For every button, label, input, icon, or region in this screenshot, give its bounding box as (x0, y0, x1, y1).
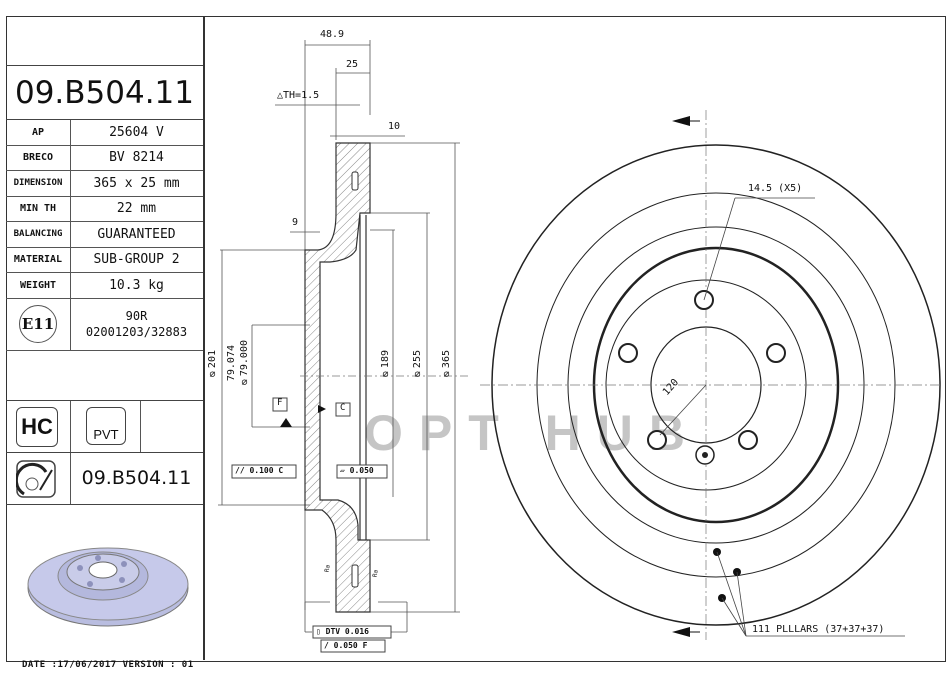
parallelism-frame: // 0.100 C (235, 466, 284, 475)
badge-row: HC PVT (6, 400, 203, 453)
datum-c: C (340, 403, 346, 413)
spec-row-ap: AP 25604 V (6, 120, 203, 146)
spec-value: BV 8214 (109, 150, 164, 166)
date-version: DATE :17/06/2017 VERSION : 01 (22, 660, 194, 670)
flatness-tol: 0.050 (349, 466, 374, 475)
datum-f: F (277, 398, 283, 408)
spec-value: 365 x 25 mm (93, 175, 180, 191)
spec-row-breco: BRECO BV 8214 (6, 145, 203, 171)
approval-mark-cell: E11 (6, 298, 71, 350)
runout-tol: 0.050 (333, 641, 358, 650)
spec-row-balancing: BALANCING GUARANTEED (6, 222, 203, 248)
spec-label: AP (6, 120, 71, 145)
flatness-frame: ▱ 0.050 (340, 466, 374, 475)
spec-label: MIN TH (6, 196, 71, 221)
spec-label: MATERIAL (6, 247, 71, 272)
divider (203, 16, 205, 660)
drawing-frame (6, 16, 946, 662)
parallelism-ref: C (278, 466, 284, 475)
spec-label: DIMENSION (6, 171, 71, 196)
spec-value: 22 mm (116, 201, 157, 217)
watermark: OPT HUB (364, 405, 701, 461)
runout-ref: F (362, 641, 368, 650)
dim-thickness: 25 (346, 59, 359, 70)
spec-value: GUARANTEED (97, 226, 176, 242)
spec-value: 10.3 kg (109, 277, 164, 293)
approval-row: E11 90R 02001203/32883 (6, 298, 203, 351)
spec-label: BRECO (6, 145, 71, 170)
spec-row-min-th: MIN TH 22 mm (6, 196, 203, 222)
spec-value: 25604 V (109, 124, 164, 140)
part-number: 09.B504.11 (6, 66, 203, 120)
hole-note: 14.5 (X5) (748, 183, 803, 194)
runout-frame: / 0.050 F (324, 641, 368, 650)
pvt-badge: PVT (86, 406, 126, 445)
blank-row (6, 351, 203, 401)
delta-th: △TH=1.5 (277, 90, 320, 101)
brake-disc-icon (16, 459, 56, 498)
parallelism-tol: 0.100 (249, 466, 274, 475)
dim-overall-width: 48.9 (320, 29, 345, 40)
dtv-label: DTV 0.016 (325, 627, 369, 636)
title-header (6, 16, 203, 66)
dtv-frame: ▯ DTV 0.016 (316, 627, 369, 636)
spec-label: BALANCING (6, 222, 71, 247)
spec-row-dimension: DIMENSION 365 x 25 mm (6, 171, 203, 197)
dim-10: 10 (388, 121, 401, 132)
spec-value: SUB-GROUP 2 (93, 252, 180, 268)
spec-row-material: MATERIAL SUB-GROUP 2 (6, 247, 203, 273)
approval-code: 90R (125, 309, 148, 323)
spec-label: WEIGHT (6, 273, 71, 298)
bolt-holes (618, 290, 786, 450)
part-ref-row: 09.B504.11 (6, 452, 203, 505)
approval-number: 02001203/32883 (85, 325, 188, 339)
disc-3d-render (27, 547, 189, 627)
dim-9: 9 (292, 217, 299, 228)
spec-row-weight: WEIGHT 10.3 kg (6, 273, 203, 299)
hc-badge: HC (16, 406, 58, 447)
part-number-repeat: 09.B504.11 (81, 467, 192, 489)
e11-mark: E11 (19, 305, 57, 343)
pillars-note: 111 PLLLARS (37+37+37) (752, 624, 885, 635)
